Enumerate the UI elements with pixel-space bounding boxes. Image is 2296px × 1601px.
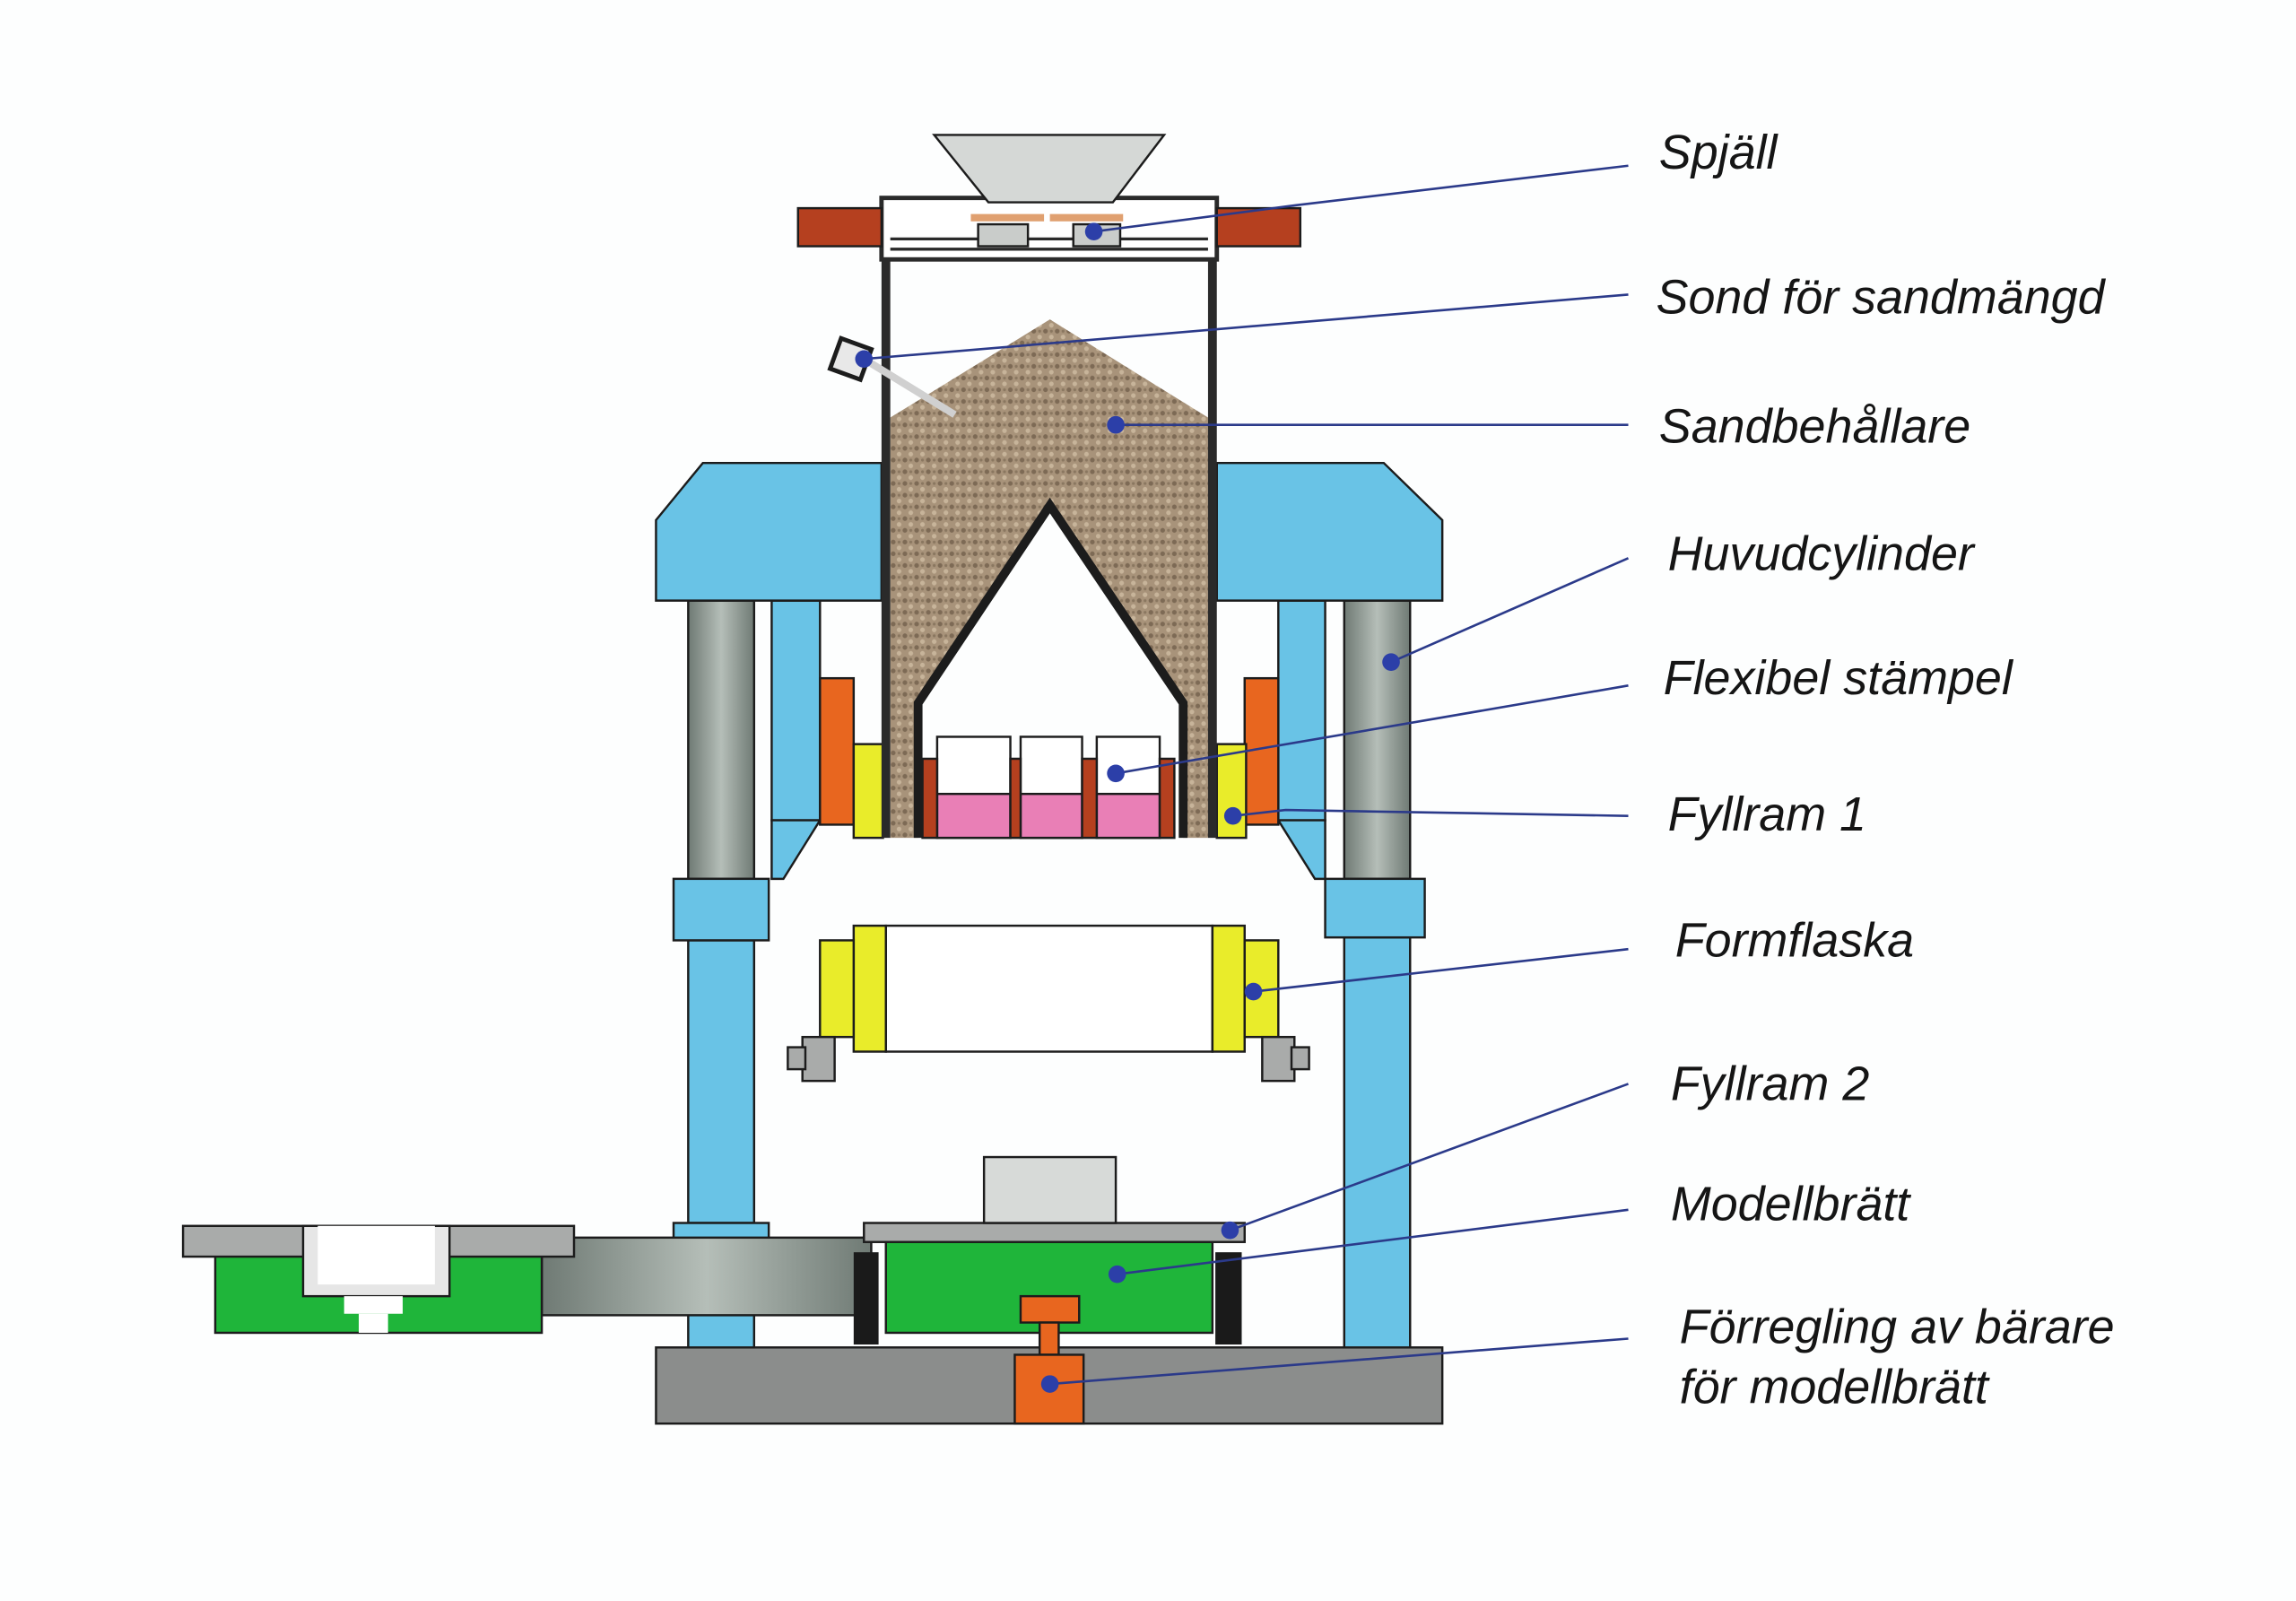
hopper (932, 134, 1167, 204)
sand-cone-outline (913, 497, 1188, 839)
label-formflaska: Formflaska (1675, 913, 1914, 967)
pattern-block (982, 1155, 1118, 1224)
probe-rod (862, 355, 957, 418)
post-right (1215, 1252, 1242, 1345)
label-sandbehallare: Sandbehållare (1659, 399, 1970, 453)
main-cylinder-right (1343, 599, 1412, 881)
label-forregling-line2: för modellbrätt (1680, 1360, 1990, 1414)
fill-frame-1 (819, 676, 1280, 840)
flask-wheels (787, 1035, 1310, 1083)
damper-left-block (796, 206, 883, 248)
label-flexibel-stampel: Flexibel stämpel (1664, 651, 2014, 705)
sand (890, 319, 1208, 839)
label-fyllram-1: Fyllram 1 (1668, 787, 1866, 841)
post-left (853, 1252, 879, 1345)
damper-plate (1049, 213, 1124, 222)
label-huvudcylinder: Huvudcylinder (1668, 526, 1976, 580)
damper-actuator (977, 222, 1030, 248)
mould-flask (884, 924, 1214, 1053)
carrier-rail (540, 1236, 873, 1317)
label-sond: Sond för sandmängd (1657, 271, 2107, 325)
container-wall-right (1207, 197, 1217, 839)
damper-plate (970, 213, 1045, 222)
carrier-lock (1013, 1294, 1085, 1425)
main-cylinder-left (687, 599, 756, 881)
top-beam-left (655, 461, 883, 602)
label-forregling-line1: Förregling av bärare (1680, 1300, 2115, 1353)
flask-sides (819, 924, 1280, 1053)
label-spjall: Spjäll (1659, 126, 1779, 179)
carrier-latch-stem (359, 1313, 388, 1333)
label-modellbratt: Modellbrätt (1671, 1177, 1911, 1231)
pattern-insert-inner (317, 1225, 435, 1285)
container-wall-left (881, 197, 891, 839)
leader-lines (855, 164, 1630, 1393)
top-beam-right (1215, 461, 1444, 602)
flexible-piston (921, 735, 1176, 840)
label-fyllram-2: Fyllram 2 (1671, 1057, 1869, 1110)
carrier-latch (344, 1296, 403, 1314)
fill-frame-2 (863, 1222, 1246, 1243)
